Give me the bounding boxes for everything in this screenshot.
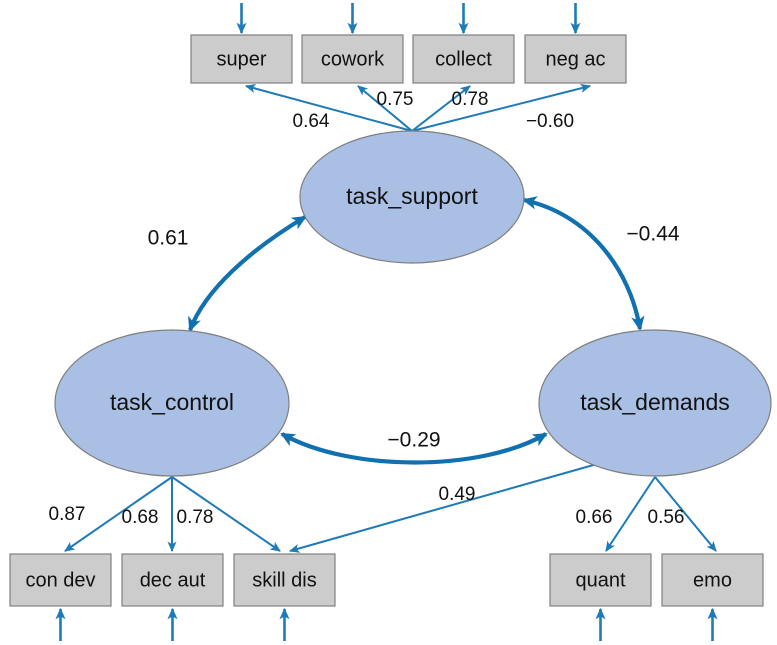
- observed-label-neg-ac: neg ac: [545, 48, 605, 70]
- observed-box-skill-dis[interactable]: [233, 553, 336, 607]
- observed-node-con-dev[interactable]: con dev: [9, 553, 112, 607]
- loadings-task-demands: [288, 461, 717, 553]
- observed-nodes-top: super cowork collect neg ac: [190, 34, 627, 84]
- observed-label-cowork: cowork: [321, 48, 385, 70]
- latent-label-task-demands: task_demands: [580, 389, 730, 415]
- loading-task-support-super: [244, 84, 413, 132]
- covariance-task-support-task-demands: [521, 196, 645, 332]
- loading-task-demands-quant: [605, 476, 656, 552]
- edge-label-covariance-support-control: 0.61: [148, 227, 189, 250]
- latent-ellipse-task-demands[interactable]: [538, 329, 772, 477]
- observed-node-neg-ac[interactable]: neg ac: [524, 34, 627, 84]
- observed-box-cowork[interactable]: [301, 34, 404, 84]
- edge-label-task-support-cowork: 0.75: [377, 89, 414, 110]
- observed-box-super[interactable]: [190, 34, 293, 84]
- latent-node-task-support[interactable]: task_support: [299, 130, 525, 264]
- observed-box-emo[interactable]: [661, 553, 764, 607]
- latent-nodes: task_support task_control task_demands: [54, 130, 772, 477]
- edge-label-task-control-con-dev: 0.87: [49, 504, 86, 525]
- latent-node-task-control[interactable]: task_control: [54, 329, 290, 477]
- observed-label-con-dev: con dev: [25, 569, 95, 591]
- edge-label-task-support-collect: 0.78: [452, 89, 489, 110]
- covariance-task-control-task-demands: [280, 432, 548, 465]
- latent-ellipse-task-support[interactable]: [299, 130, 525, 264]
- edge-label-task-demands-quant: 0.66: [576, 507, 613, 528]
- observed-node-dec-aut[interactable]: dec aut: [121, 553, 224, 607]
- latent-ellipse-task-control[interactable]: [54, 329, 290, 477]
- loading-task-demands-skill-dis: [288, 461, 605, 553]
- loading-task-control-con-dev: [64, 476, 173, 552]
- loading-task-support-collect: [411, 85, 471, 132]
- edge-label-task-control-skill-dis: 0.78: [177, 507, 214, 528]
- observed-box-con-dev[interactable]: [9, 553, 112, 607]
- latent-node-task-demands[interactable]: task_demands: [538, 329, 772, 477]
- observed-label-collect: collect: [435, 48, 492, 70]
- edge-label-task-support-neg-ac: −0.60: [526, 111, 574, 132]
- observed-label-super: super: [216, 48, 266, 70]
- observed-box-quant[interactable]: [549, 553, 652, 607]
- observed-node-super[interactable]: super: [190, 34, 293, 84]
- latent-label-task-support: task_support: [346, 183, 478, 209]
- loadings-task-support: [244, 83, 592, 132]
- observed-nodes-bottom: con dev dec aut skill dis quant emo: [9, 553, 764, 607]
- edge-label-task-support-super: 0.64: [293, 111, 330, 132]
- edge-label-covariance-support-demands: −0.44: [626, 223, 679, 246]
- observed-box-collect[interactable]: [412, 34, 515, 84]
- observed-box-neg-ac[interactable]: [524, 34, 627, 84]
- residual-arrows-top: [236, 3, 581, 35]
- observed-label-quant: quant: [575, 569, 625, 591]
- edge-label-task-demands-skill-dis: 0.49: [439, 484, 476, 505]
- observed-node-collect[interactable]: collect: [412, 34, 515, 84]
- loadings-task-control: [64, 476, 281, 553]
- observed-node-emo[interactable]: emo: [661, 553, 764, 607]
- loading-task-support-neg-ac: [411, 83, 592, 132]
- observed-label-emo: emo: [693, 569, 732, 591]
- edge-label-task-demands-emo: 0.56: [648, 507, 685, 528]
- residual-arrows-bottom: [55, 607, 718, 641]
- observed-label-dec-aut: dec aut: [140, 569, 206, 591]
- loading-task-support-cowork: [357, 85, 413, 132]
- loading-task-demands-emo: [654, 476, 717, 552]
- observed-box-dec-aut[interactable]: [121, 553, 224, 607]
- covariance-task-support-task-control: [188, 215, 307, 332]
- observed-node-cowork[interactable]: cowork: [301, 34, 404, 84]
- observed-node-quant[interactable]: quant: [549, 553, 652, 607]
- loading-task-control-skill-dis: [171, 476, 281, 552]
- edge-label-covariance-control-demands: −0.29: [387, 429, 440, 452]
- latent-label-task-control: task_control: [110, 389, 234, 415]
- edge-labels: 0.64 0.75 0.78 −0.60 0.87 0.68 0.78 0.49…: [49, 89, 685, 528]
- covariance-curves: [188, 196, 645, 465]
- edge-label-task-control-dec-aut: 0.68: [122, 507, 159, 528]
- observed-label-skill-dis: skill dis: [252, 569, 316, 591]
- observed-node-skill-dis[interactable]: skill dis: [233, 553, 336, 607]
